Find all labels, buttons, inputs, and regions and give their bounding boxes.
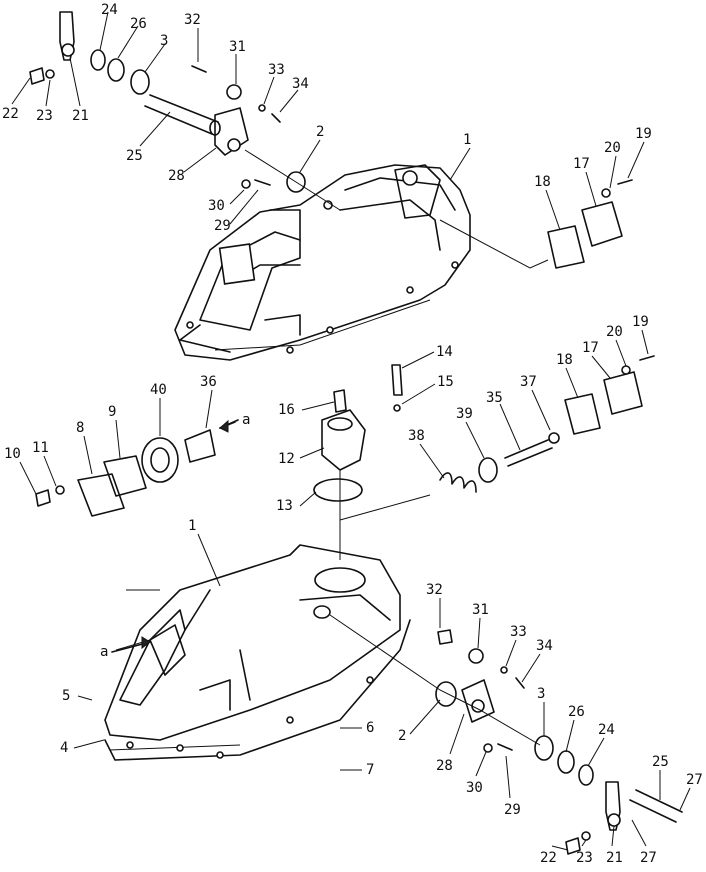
label-32-bottom: 32 — [426, 582, 443, 598]
label-38: 38 — [408, 428, 425, 444]
label-26-top: 26 — [130, 16, 147, 32]
label-29-top: 29 — [214, 218, 231, 234]
label-9: 9 — [108, 404, 116, 420]
leader-lines — [11, 11, 691, 851]
upper-lever-shaft-group — [29, 11, 341, 211]
label-7: 7 — [366, 762, 374, 778]
label-32-top: 32 — [184, 12, 201, 28]
label-31-top: 31 — [229, 39, 246, 55]
label-25-top: 25 — [126, 148, 143, 164]
label-a-upper: a — [242, 412, 250, 428]
label-12: 12 — [278, 451, 295, 467]
label-1-lower: 1 — [188, 518, 196, 534]
label-2-top: 2 — [316, 124, 324, 140]
label-16: 16 — [278, 402, 295, 418]
label-29-bottom: 29 — [504, 802, 521, 818]
label-4: 4 — [60, 740, 68, 756]
label-40: 40 — [150, 382, 167, 398]
label-2-bottom: 2 — [398, 728, 406, 744]
label-24-bottom: 24 — [598, 722, 615, 738]
label-22-bottom: 22 — [540, 850, 557, 866]
label-27-bottom: 27 — [640, 850, 657, 866]
label-34-top: 34 — [292, 76, 309, 92]
label-28-bottom: 28 — [436, 758, 453, 774]
label-24-top: 24 — [101, 2, 118, 18]
label-20-top: 20 — [604, 140, 621, 156]
label-8: 8 — [76, 420, 84, 436]
label-36: 36 — [200, 374, 217, 390]
label-3-top: 3 — [160, 33, 168, 49]
lower-housing — [104, 544, 411, 761]
label-21-bottom: 21 — [606, 850, 623, 866]
direction-arrows — [111, 419, 239, 653]
label-23-top: 23 — [36, 108, 53, 124]
label-22-top: 22 — [2, 106, 19, 122]
label-17-top: 17 — [573, 156, 590, 172]
label-18-top: 18 — [534, 174, 551, 190]
label-30-top: 30 — [208, 198, 225, 214]
label-33-bottom: 33 — [510, 624, 527, 640]
label-23-bottom: 23 — [576, 850, 593, 866]
lower-top-group — [313, 355, 655, 560]
upper-housing — [174, 164, 471, 361]
label-19-mid: 19 — [632, 314, 649, 330]
lower-right-lever-group — [329, 614, 683, 855]
label-17-mid: 17 — [582, 340, 599, 356]
label-3-bottom: 3 — [537, 686, 545, 702]
label-28-top: 28 — [168, 168, 185, 184]
label-15: 15 — [437, 374, 454, 390]
label-18-mid: 18 — [556, 352, 573, 368]
upper-cover-group — [439, 179, 633, 269]
label-27-bottom-right: 27 — [686, 772, 703, 788]
label-6: 6 — [366, 720, 374, 736]
label-25-bottom: 25 — [652, 754, 669, 770]
label-30-bottom: 30 — [466, 780, 483, 796]
label-33-top: 33 — [268, 62, 285, 78]
label-a-lower: a — [100, 644, 108, 660]
label-14: 14 — [436, 344, 453, 360]
label-11: 11 — [32, 440, 49, 456]
label-37: 37 — [520, 374, 537, 390]
label-19-top: 19 — [635, 126, 652, 142]
label-39: 39 — [456, 406, 473, 422]
label-5: 5 — [62, 688, 70, 704]
label-34-bottom: 34 — [536, 638, 553, 654]
label-35: 35 — [486, 390, 503, 406]
label-13: 13 — [276, 498, 293, 514]
label-26-bottom: 26 — [568, 704, 585, 720]
label-31-bottom: 31 — [472, 602, 489, 618]
label-20-mid: 20 — [606, 324, 623, 340]
label-10: 10 — [4, 446, 21, 462]
label-21-top: 21 — [72, 108, 89, 124]
label-1-top: 1 — [463, 132, 471, 148]
lower-left-group — [35, 421, 236, 591]
